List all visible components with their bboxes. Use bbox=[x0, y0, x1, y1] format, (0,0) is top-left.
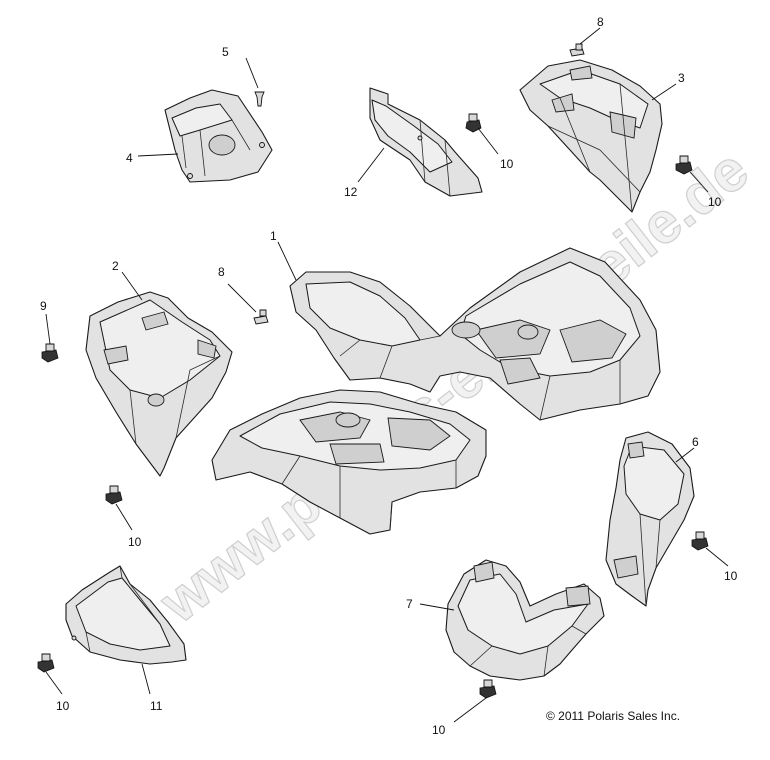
callout-12: 12 bbox=[344, 185, 358, 199]
fastener-10-clip-right-upper[interactable] bbox=[675, 155, 693, 175]
fastener-8-screw-left[interactable] bbox=[253, 309, 269, 325]
fastener-10-clip-left[interactable] bbox=[105, 485, 123, 505]
fastener-10-clip-bottom-left[interactable] bbox=[37, 653, 55, 673]
callout-10-top: 10 bbox=[500, 157, 514, 171]
callout-3: 3 bbox=[678, 71, 685, 85]
part-12-bracket[interactable] bbox=[369, 87, 483, 197]
callout-11: 11 bbox=[150, 699, 163, 713]
callout-4: 4 bbox=[126, 151, 133, 165]
callout-10-right-lower: 10 bbox=[724, 569, 738, 583]
part-3-side-panel[interactable] bbox=[519, 59, 663, 213]
fastener-10-clip-right-lower[interactable] bbox=[691, 531, 709, 551]
part-7-lower-panel[interactable] bbox=[445, 559, 605, 681]
part-1-main-body[interactable] bbox=[211, 247, 661, 535]
fastener-5-screw[interactable] bbox=[254, 91, 265, 107]
fastener-9-clip[interactable] bbox=[41, 343, 59, 363]
callout-7: 7 bbox=[406, 597, 413, 611]
leader-lines bbox=[45, 27, 729, 723]
fastener-10-clip-top[interactable] bbox=[465, 113, 482, 133]
callout-10-bottom: 10 bbox=[432, 723, 446, 737]
callout-2: 2 bbox=[112, 259, 119, 273]
callout-10-right-upper: 10 bbox=[708, 195, 722, 209]
callout-9: 9 bbox=[40, 299, 47, 313]
callout-labels: 5 4 12 10 8 3 10 1 2 8 9 10 6 10 7 10 11… bbox=[40, 15, 738, 737]
part-11-lower-left-panel[interactable] bbox=[65, 565, 187, 665]
fastener-8-screw-top[interactable] bbox=[569, 43, 585, 57]
callout-8-left: 8 bbox=[218, 265, 225, 279]
part-4-cover[interactable] bbox=[164, 89, 273, 183]
callout-10-bottom-left: 10 bbox=[56, 699, 70, 713]
part-6-right-panel[interactable] bbox=[605, 431, 695, 607]
copyright-text: © 2011 Polaris Sales Inc. bbox=[546, 709, 680, 723]
callout-1: 1 bbox=[270, 229, 277, 243]
callout-5: 5 bbox=[222, 45, 229, 59]
part-2-left-panel[interactable] bbox=[85, 291, 233, 477]
fastener-10-clip-bottom[interactable] bbox=[479, 679, 497, 699]
callout-6: 6 bbox=[692, 435, 699, 449]
callout-10-left: 10 bbox=[128, 535, 142, 549]
callout-8-top: 8 bbox=[597, 15, 604, 29]
watermark-text: www.polaris-ersatzteile.de bbox=[147, 137, 760, 636]
